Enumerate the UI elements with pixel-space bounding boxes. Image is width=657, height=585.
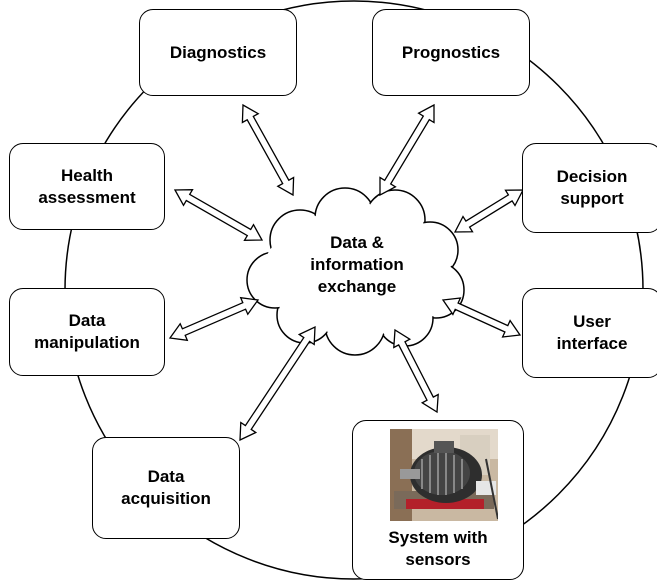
arrow-health-assessment <box>173 189 264 241</box>
center-label: Data & information exchange <box>310 233 404 296</box>
user-interface-label: User interface <box>556 312 628 353</box>
prognostics-label: Prognostics <box>401 42 501 62</box>
arrow-decision-support <box>453 189 525 233</box>
decision-support-box: Decision support <box>522 143 657 233</box>
data-manipulation-box: Data manipulation <box>9 288 165 376</box>
system-with-sensors-box: System with sensors <box>352 420 524 580</box>
arrow-diagnostics <box>241 103 295 197</box>
arrow-system-with-sensors <box>393 328 439 414</box>
diagnostics-label: Diagnostics <box>169 42 267 62</box>
cloud-fill <box>248 189 463 354</box>
arrow-prognostics <box>379 103 435 197</box>
data-manipulation-label: Data manipulation <box>34 311 140 352</box>
arrow-user-interface <box>441 297 522 338</box>
diagnostics-box: Diagnostics <box>139 9 297 96</box>
data-acquisition-label: Data acquisition <box>121 467 211 508</box>
decision-support-label: Decision support <box>556 167 628 208</box>
arrow-data-manipulation <box>168 296 260 342</box>
health-assessment-box: Health assessment <box>9 143 165 230</box>
user-interface-box: User interface <box>522 288 657 378</box>
health-assessment-label: Health assessment <box>38 165 136 207</box>
motor-photo <box>390 429 498 521</box>
prognostics-box: Prognostics <box>372 9 530 96</box>
system-with-sensors-label: System with sensors <box>388 528 488 569</box>
data-acquisition-box: Data acquisition <box>92 437 240 539</box>
arrow-data-acquisition <box>239 325 316 442</box>
